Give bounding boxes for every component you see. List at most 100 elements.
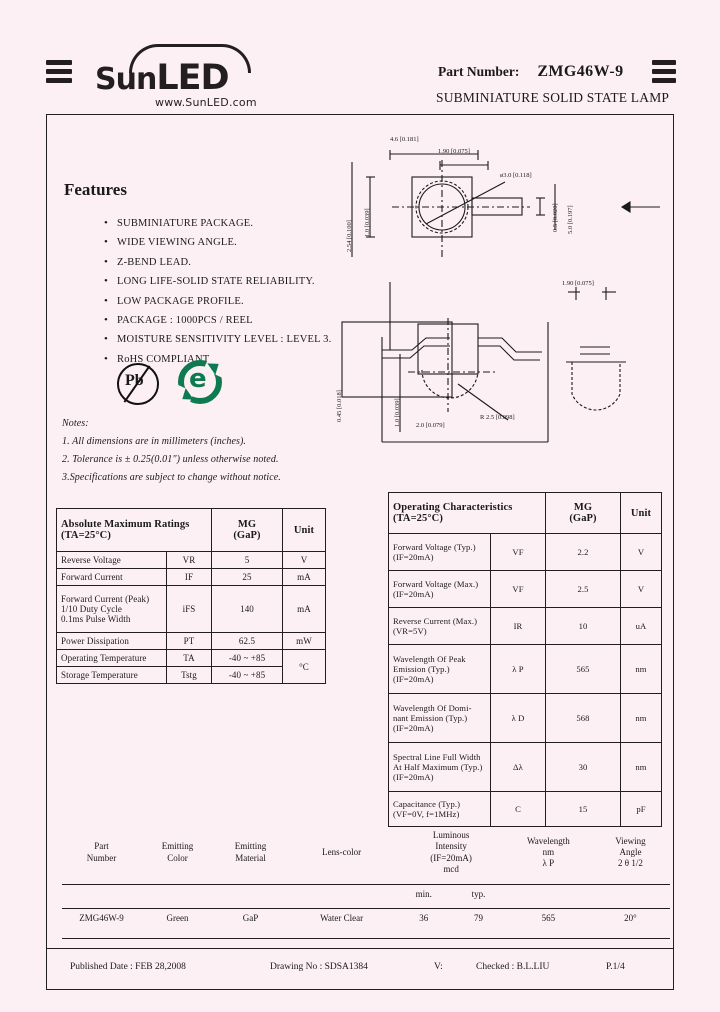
- col-angle-l2: Angle: [619, 846, 642, 857]
- table-row: Forward Voltage (Max.) (IF=20mA) VF 2.5 …: [388, 570, 662, 608]
- op-param: Reverse Current (Max.) (VR=5V): [388, 607, 491, 645]
- abs-symbol: TA: [166, 649, 212, 667]
- col-wave-l1: Wavelength: [526, 835, 570, 846]
- col-angle-l1: Viewing: [615, 835, 646, 846]
- abs-symbol: iFS: [166, 585, 212, 633]
- col-emitting-color: Emitting Color: [141, 828, 214, 881]
- col-emitting-material-l2: Material: [235, 852, 266, 863]
- empty-cell: [287, 888, 396, 900]
- op-value: 30: [545, 742, 621, 792]
- abs-title: Absolute Maximum Ratings: [61, 519, 190, 530]
- features-heading: Features: [64, 180, 127, 199]
- abs-unit: V: [282, 551, 326, 569]
- abs-param: Forward Current: [56, 568, 167, 586]
- op-unit: nm: [620, 742, 662, 792]
- spec-divider-1: [62, 884, 670, 885]
- op-param-line1: Spectral Line Full Width: [393, 752, 481, 762]
- op-col-mg: MG (GaP): [545, 492, 621, 534]
- cell-wavelength: 565: [541, 913, 556, 923]
- op-unit: nm: [620, 644, 662, 694]
- op-param: Spectral Line Full Width At Half Maximum…: [388, 742, 491, 792]
- op-unit: pF: [620, 791, 662, 827]
- subcol-typ: typ.: [471, 889, 486, 899]
- op-param-line3: (IF=20mA): [393, 674, 434, 684]
- drawing-svg: [341, 150, 660, 443]
- note-item: 3.Specifications are subject to change w…: [62, 472, 281, 483]
- table-row: Forward Current IF 25 mA: [56, 568, 326, 586]
- abs-param: Power Dissipation: [56, 632, 167, 650]
- table-row: Forward Current (Peak) 1/10 Duty Cycle 0…: [56, 585, 326, 633]
- abs-value: -40 ~ +85: [211, 666, 283, 684]
- pb-free-icon: Pb: [117, 363, 159, 405]
- abs-value: 140: [211, 585, 283, 633]
- cell-emitting-material: GaP: [242, 913, 259, 923]
- menu-icon-left: [46, 60, 72, 87]
- drawing-dimension-label: 2.0 [0.079]: [416, 422, 445, 429]
- list-item: LOW PACKAGE PROFILE.: [104, 295, 364, 307]
- empty-cell: [591, 888, 670, 900]
- notes-block: Notes: 1. All dimensions are in millimet…: [62, 418, 342, 490]
- drawing-dimension-label: ø3.0 [0.118]: [500, 172, 532, 179]
- abs-value: 25: [211, 568, 283, 586]
- abs-param: Forward Current (Peak) 1/10 Duty Cycle 0…: [56, 585, 167, 633]
- op-value: 10: [545, 607, 621, 645]
- col-wave-l2: nm: [542, 846, 555, 857]
- abs-symbol: VR: [166, 551, 212, 569]
- drawing-dimension-label: 2.54 [0.100]: [346, 220, 353, 252]
- checked-by: Checked : B.L.LIU: [476, 962, 550, 972]
- op-unit: V: [620, 570, 662, 608]
- col-part-number-l1: Part: [94, 841, 109, 852]
- col-emitting-material: Emitting Material: [214, 828, 287, 881]
- version-label: V:: [434, 962, 443, 972]
- op-param-line1: Forward Voltage (Max.): [393, 579, 479, 589]
- subcol-min: min.: [415, 889, 432, 899]
- table-row: Power Dissipation PT 62.5 mW: [56, 632, 326, 650]
- op-title: Operating Characteristics: [393, 502, 513, 513]
- cell-emitting-color: Green: [166, 913, 189, 923]
- part-number-value: ZMG46W-9: [537, 63, 624, 80]
- op-value: 565: [545, 644, 621, 694]
- op-symbol: VF: [490, 533, 546, 571]
- table-row: Reverse Current (Max.) (VR=5V) IR 10 uA: [388, 607, 662, 645]
- spec-divider-3: [62, 938, 670, 939]
- op-param: Forward Voltage (Max.) (IF=20mA): [388, 570, 491, 608]
- op-param: Capacitance (Typ.) (VF=0V, f=1MHz): [388, 791, 491, 827]
- drawing-dimension-label: 1.90 [0.075]: [438, 148, 470, 155]
- operating-characteristics-table: Operating Characteristics (TA=25°C) MG (…: [388, 492, 662, 827]
- drawing-dimension-label: R 2.5 [0.098]: [480, 414, 515, 421]
- op-symbol: VF: [490, 570, 546, 608]
- col-lum-l4: mcd: [443, 863, 459, 874]
- table-row: ZMG46W-9 Green GaP Water Clear 36 79 565…: [62, 912, 670, 924]
- drawing-number: Drawing No : SDSA1384: [270, 962, 368, 972]
- compliance-logos: Pb e: [110, 354, 230, 410]
- note-item: 1. All dimensions are in millimeters (in…: [62, 436, 247, 447]
- op-title-cell: Operating Characteristics (TA=25°C): [388, 492, 546, 534]
- table-row: Reverse Voltage VR 5 V: [56, 551, 326, 569]
- logo-led-text: LED: [156, 58, 229, 98]
- op-symbol: IR: [490, 607, 546, 645]
- col-luminous-intensity: Luminous Intensity (IF=20mA) mcd: [396, 828, 505, 881]
- abs-symbol: Tstg: [166, 666, 212, 684]
- op-unit: V: [620, 533, 662, 571]
- op-param-line3: (IF=20mA): [393, 772, 434, 782]
- drawing-dimension-label: 0.5 [0.020]: [552, 203, 559, 232]
- op-param-line1: Wavelength Of Domi-: [393, 703, 472, 713]
- cell-part-number: ZMG46W-9: [79, 913, 124, 923]
- abs-symbol: IF: [166, 568, 212, 586]
- notes-heading: Notes:: [62, 418, 89, 429]
- op-param-line1: Forward Voltage (Typ.): [393, 542, 476, 552]
- col-emitting-color-l1: Emitting: [161, 841, 194, 852]
- drawing-dimension-label: 5.0 [0.197]: [567, 205, 574, 234]
- op-param: Wavelength Of Domi- nant Emission (Typ.)…: [388, 693, 491, 743]
- drawing-dimension-label: 1.0 [0.039]: [394, 398, 401, 427]
- col-wavelength: Wavelength nm λ P: [506, 828, 591, 881]
- table-row: Operating Characteristics (TA=25°C) MG (…: [388, 492, 662, 534]
- op-param-line3: (IF=20mA): [393, 723, 434, 733]
- list-item: SUBMINIATURE PACKAGE.: [104, 217, 364, 229]
- table-row: Absolute Maximum Ratings (TA=25°C) MG (G…: [56, 508, 326, 552]
- empty-cell: [62, 888, 141, 900]
- table-row: Storage Temperature Tstg -40 ~ +85: [56, 666, 326, 684]
- abs-param-line3: 0.1ms Pulse Width: [61, 614, 131, 624]
- technical-drawing: 4.6 [0.181] 1.90 [0.075] ø3.0 [0.118] 2.…: [330, 132, 670, 472]
- col-emitting-color-l2: Color: [167, 852, 188, 863]
